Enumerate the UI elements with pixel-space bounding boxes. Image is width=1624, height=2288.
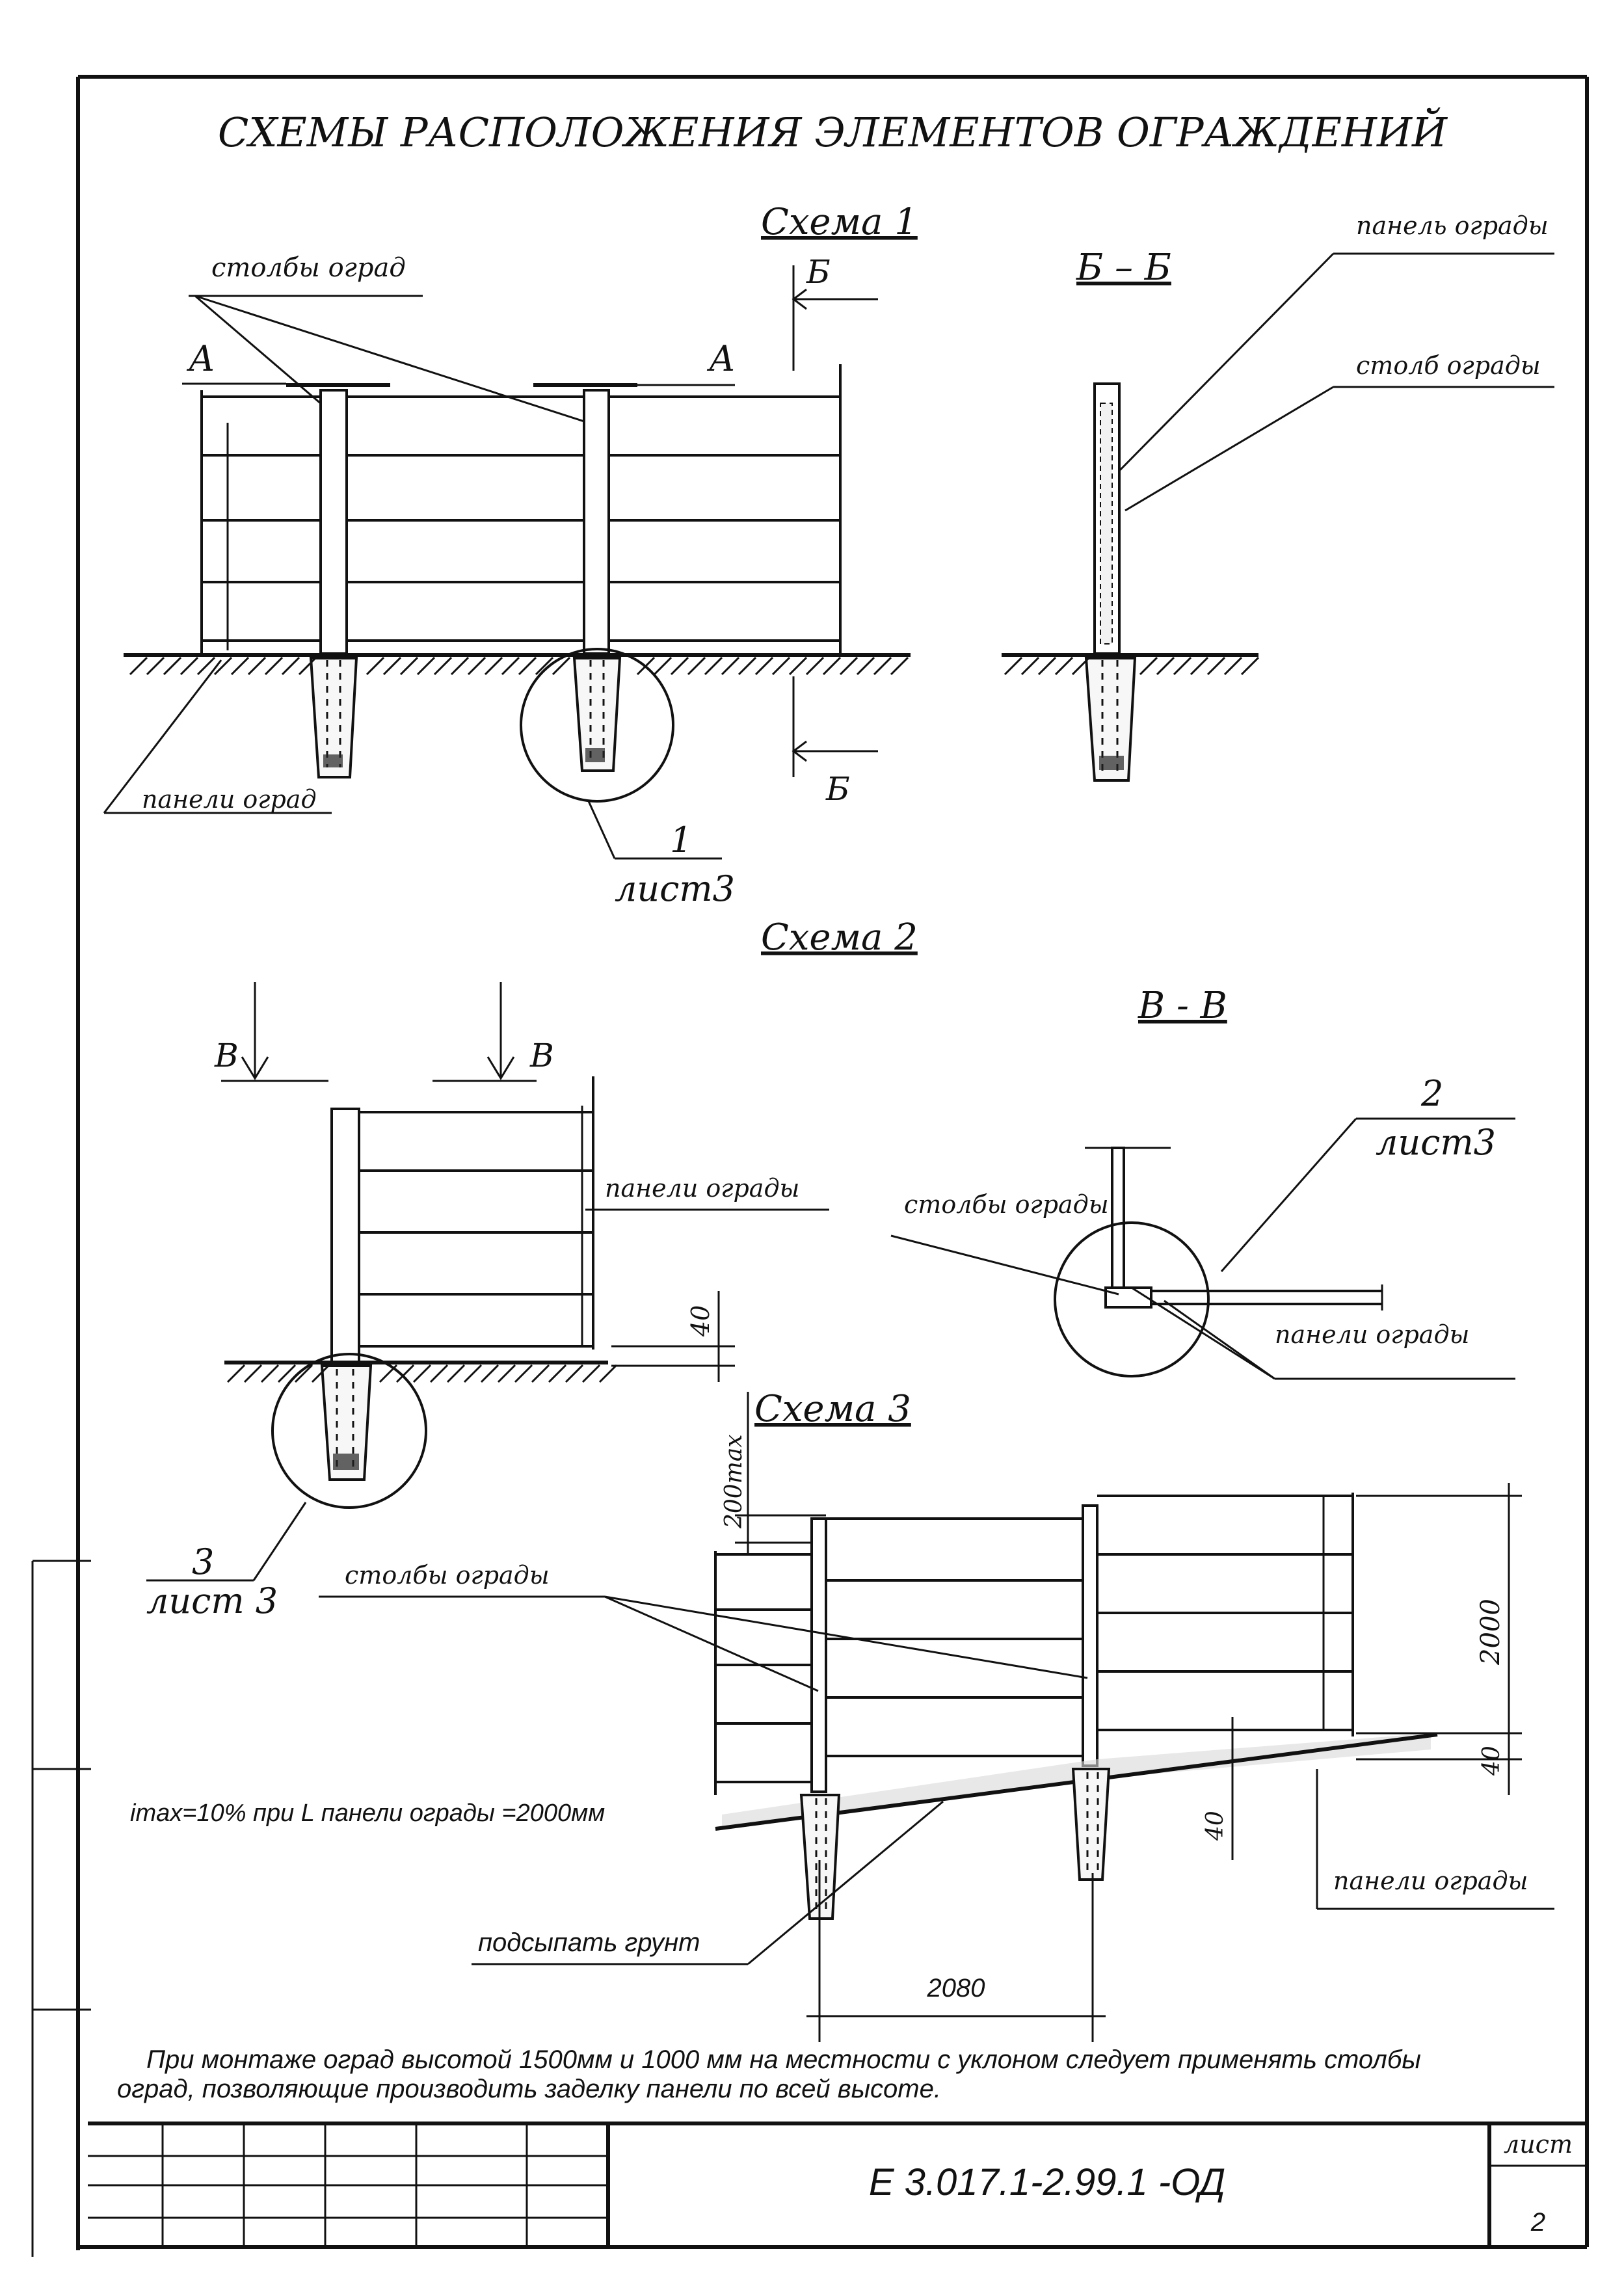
scheme-1-fence-posts bbox=[319, 389, 610, 655]
callout-3-number: 3 bbox=[192, 1541, 214, 1582]
scheme-3-dim-span: 2080 bbox=[927, 1974, 985, 2002]
scheme-2-heading: Схема 2 bbox=[761, 916, 918, 959]
detail-2-circle bbox=[1054, 1221, 1210, 1377]
scheme-3-heading: Схема 3 bbox=[754, 1388, 911, 1430]
section-bb-heading: Б – Б bbox=[1076, 246, 1171, 289]
callout-2-sheet: лист3 bbox=[1376, 1122, 1496, 1163]
ground-hatching bbox=[1004, 656, 1260, 676]
scheme-3-dim-gap-right: 40 bbox=[1478, 1746, 1505, 1776]
section-vv: В - В 2 лист3 столбы ограды панели оград… bbox=[890, 985, 1515, 1380]
scheme-2-panels-label: панели ограды bbox=[605, 1174, 800, 1203]
document-code: Е 3.017.1-2.99.1 -ОД bbox=[869, 2161, 1225, 2203]
footnote-line-2: оград, позволяющие производить заделку п… bbox=[117, 2075, 941, 2103]
section-vv-panels-label: панели ограды bbox=[1275, 1320, 1470, 1349]
scheme-3-dim-height: 2000 bbox=[1476, 1599, 1506, 1666]
scheme-1-heading: Схема 1 bbox=[761, 201, 918, 243]
scheme-1-panels-label: панели оград bbox=[142, 785, 317, 814]
title-block bbox=[88, 2122, 1587, 2247]
detail-1-circle bbox=[520, 648, 674, 803]
scheme-3: Схема 3 200max bbox=[130, 1388, 1554, 2042]
section-v-right: В bbox=[529, 1037, 554, 1074]
callout-1-number: 1 bbox=[670, 819, 692, 860]
scheme-2: Схема 2 В В панели ограды 40 bbox=[146, 916, 918, 1621]
callout-3-sheet: лист 3 bbox=[146, 1580, 278, 1621]
footnote-line-1: При монтаже оград высотой 1500мм и 1000 … bbox=[146, 2045, 1421, 2074]
scheme-3-dim-step: 200max bbox=[721, 1434, 747, 1529]
sheet-frame bbox=[31, 75, 1589, 2257]
section-bb-post-label: столб ограды bbox=[1356, 351, 1541, 380]
section-b-top: Б bbox=[806, 253, 831, 291]
scheme-1-posts-label: столбы оград bbox=[211, 253, 406, 283]
callout-1-sheet: лист3 bbox=[615, 868, 735, 909]
detail-3-circle bbox=[271, 1353, 427, 1509]
ground-hatching bbox=[226, 1364, 618, 1383]
scheme-1-fence-panels bbox=[200, 364, 842, 657]
section-vv-posts-label: столбы ограды bbox=[904, 1190, 1109, 1219]
scheme-1-foundations bbox=[309, 657, 622, 778]
scheme-3-slope-note: imax=10% при L панели ограды =2000мм bbox=[130, 1800, 605, 1827]
section-a-left: А bbox=[186, 338, 215, 379]
callout-2-number: 2 bbox=[1420, 1073, 1443, 1114]
scheme-1: Схема 1 столбы оград А А Б bbox=[103, 201, 918, 909]
sheet-label: лист bbox=[1504, 2130, 1573, 2159]
section-a-right: А bbox=[706, 338, 736, 379]
scheme-3-dim-gap-mid: 40 bbox=[1202, 1811, 1229, 1841]
ground-hatching bbox=[129, 656, 909, 676]
scheme-3-fill-label: подсыпать грунт bbox=[478, 1928, 700, 1957]
scheme-3-posts-label: столбы ограды bbox=[345, 1561, 550, 1590]
section-bb: Б – Б панель ограды столб ограды bbox=[1002, 211, 1554, 782]
scheme-3-panels-label: панели ограды bbox=[1333, 1867, 1528, 1895]
section-bb-panel-label: панель ограды bbox=[1356, 211, 1549, 240]
scheme-2-dim-gap: 40 bbox=[686, 1305, 715, 1337]
section-vv-heading: В - В bbox=[1138, 985, 1227, 1027]
section-v-left: В bbox=[214, 1037, 239, 1074]
section-b-bottom: Б bbox=[825, 770, 850, 808]
sheet-title: СХЕМЫ РАСПОЛОЖЕНИЯ ЭЛЕМЕНТОВ ОГРАЖДЕНИЙ bbox=[218, 107, 1448, 156]
sheet-number: 2 bbox=[1530, 2208, 1545, 2237]
